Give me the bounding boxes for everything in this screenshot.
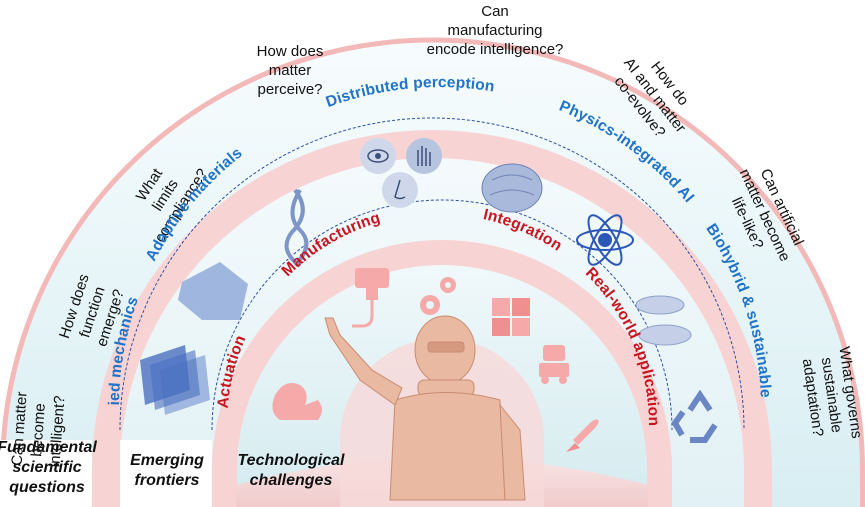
metamaterial-block-icon: [140, 345, 210, 415]
category-3-line-2: challenges: [250, 472, 333, 489]
rocket-icon: [566, 419, 599, 452]
soft-ring-gripper-icon: [635, 295, 692, 346]
eye-icon: [360, 138, 396, 174]
category-2-line-1: Emerging: [130, 452, 204, 469]
question-1-line-2: become: [28, 403, 49, 457]
category-2-line-2: frontiers: [135, 472, 200, 489]
recycling-icon: [671, 389, 718, 443]
category-box-middle: [120, 440, 212, 507]
category-1-line-1: Fundamental: [0, 439, 97, 456]
categories-layer: Fundamental scientific questions Emerging fr…: [0, 439, 345, 496]
question-4: How does matter perceive?: [257, 43, 324, 98]
category-box-left: [0, 440, 92, 507]
challenges-dashed-border: [211, 199, 673, 431]
question-4-line-2: matter: [269, 62, 312, 79]
nose-icon: [382, 172, 418, 208]
robot-on-wheels-icon: [539, 345, 569, 384]
category-3-line-1: Technological: [238, 452, 346, 469]
atom-ai-icon: [576, 214, 634, 266]
category-1-line-3: questions: [9, 479, 85, 496]
question-4-line-3: perceive?: [257, 81, 322, 98]
question-5: Can manufacturing encode intelligence?: [427, 3, 564, 58]
muscle-arm-icon: [272, 382, 322, 420]
question-1-line-1: Can matter: [8, 391, 30, 466]
humanoid-robot-icon: [324, 315, 526, 501]
twisted-fiber-icon: [284, 188, 309, 268]
origami-sheet-icon: [178, 262, 248, 320]
frontiers-dashed-border: [119, 117, 745, 431]
category-1-line-2: scientific: [12, 459, 81, 476]
question-5-line-3: encode intelligence?: [427, 41, 564, 58]
gears-icon: [420, 277, 456, 315]
question-1-line-3: intelligent?: [46, 395, 68, 468]
brain-icon: [481, 163, 543, 213]
question-5-line-1: Can: [481, 3, 509, 20]
question-4-line-1: How does: [257, 43, 324, 60]
puzzle-pieces-icon: [492, 298, 530, 336]
question-5-line-2: manufacturing: [447, 22, 542, 39]
hand-touch-icon: [406, 138, 442, 174]
3d-printer-nozzle-icon: [352, 268, 389, 328]
